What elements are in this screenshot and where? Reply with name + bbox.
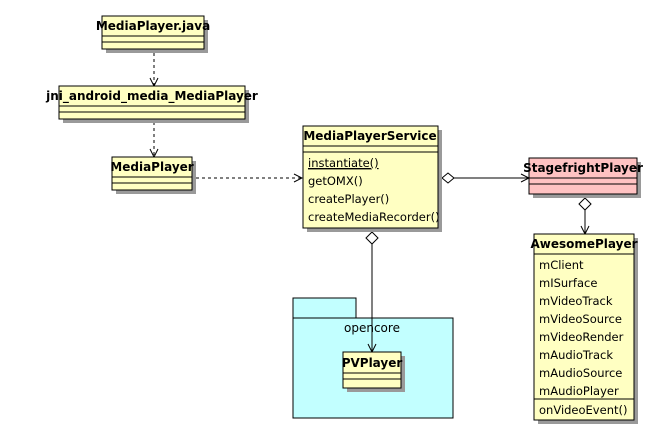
class-stagefrightplayer[interactable]: StagefrightPlayer bbox=[523, 157, 643, 198]
attribute-mvideorender: mVideoRender bbox=[539, 330, 624, 344]
class-mediaplayerservice[interactable]: MediaPlayerService instantiate() getOMX(… bbox=[302, 125, 442, 232]
aggregation-diamond-service-bottom bbox=[365, 231, 379, 245]
class-title: MediaPlayerService bbox=[303, 129, 436, 143]
class-title: PVPlayer bbox=[342, 356, 403, 370]
class-title: MediaPlayer.java bbox=[96, 19, 210, 33]
class-mediaplayer-java[interactable]: MediaPlayer.java bbox=[96, 15, 210, 53]
class-title: jni_android_media_MediaPlayer bbox=[45, 89, 258, 104]
attribute-maudiosource: mAudioSource bbox=[539, 366, 622, 380]
connectors bbox=[154, 53, 592, 352]
aggregation-diamond-service-right bbox=[441, 172, 455, 184]
class-mediaplayer[interactable]: MediaPlayer bbox=[110, 156, 196, 194]
class-awesomeplayer[interactable]: AwesomePlayer mClient mISurface mVideoTr… bbox=[530, 233, 638, 424]
method-createplayer: createPlayer() bbox=[308, 192, 389, 206]
attribute-mclient: mClient bbox=[539, 258, 584, 272]
method-getomx: getOMX() bbox=[308, 174, 363, 188]
class-jni-android-media-mediaplayer[interactable]: jni_android_media_MediaPlayer bbox=[45, 85, 258, 123]
class-pvplayer[interactable]: PVPlayer bbox=[342, 351, 405, 392]
method-instantiate: instantiate() bbox=[308, 156, 379, 170]
method-createmediarecorder: createMediaRecorder() bbox=[308, 210, 440, 224]
package-tab bbox=[292, 297, 357, 319]
attribute-mvideotrack: mVideoTrack bbox=[539, 294, 613, 308]
attribute-mvideosource: mVideoSource bbox=[539, 312, 622, 326]
class-title: MediaPlayer bbox=[110, 160, 193, 174]
attribute-misurface: mISurface bbox=[539, 276, 597, 290]
attribute-maudiotrack: mAudioTrack bbox=[539, 348, 613, 362]
aggregation-diamond-stagefright bbox=[578, 197, 592, 211]
attribute-maudioplayer: mAudioPlayer bbox=[539, 384, 619, 398]
method-onvideoevent: onVideoEvent() bbox=[539, 403, 627, 417]
class-title: AwesomePlayer bbox=[530, 237, 637, 251]
class-title: StagefrightPlayer bbox=[523, 161, 643, 175]
